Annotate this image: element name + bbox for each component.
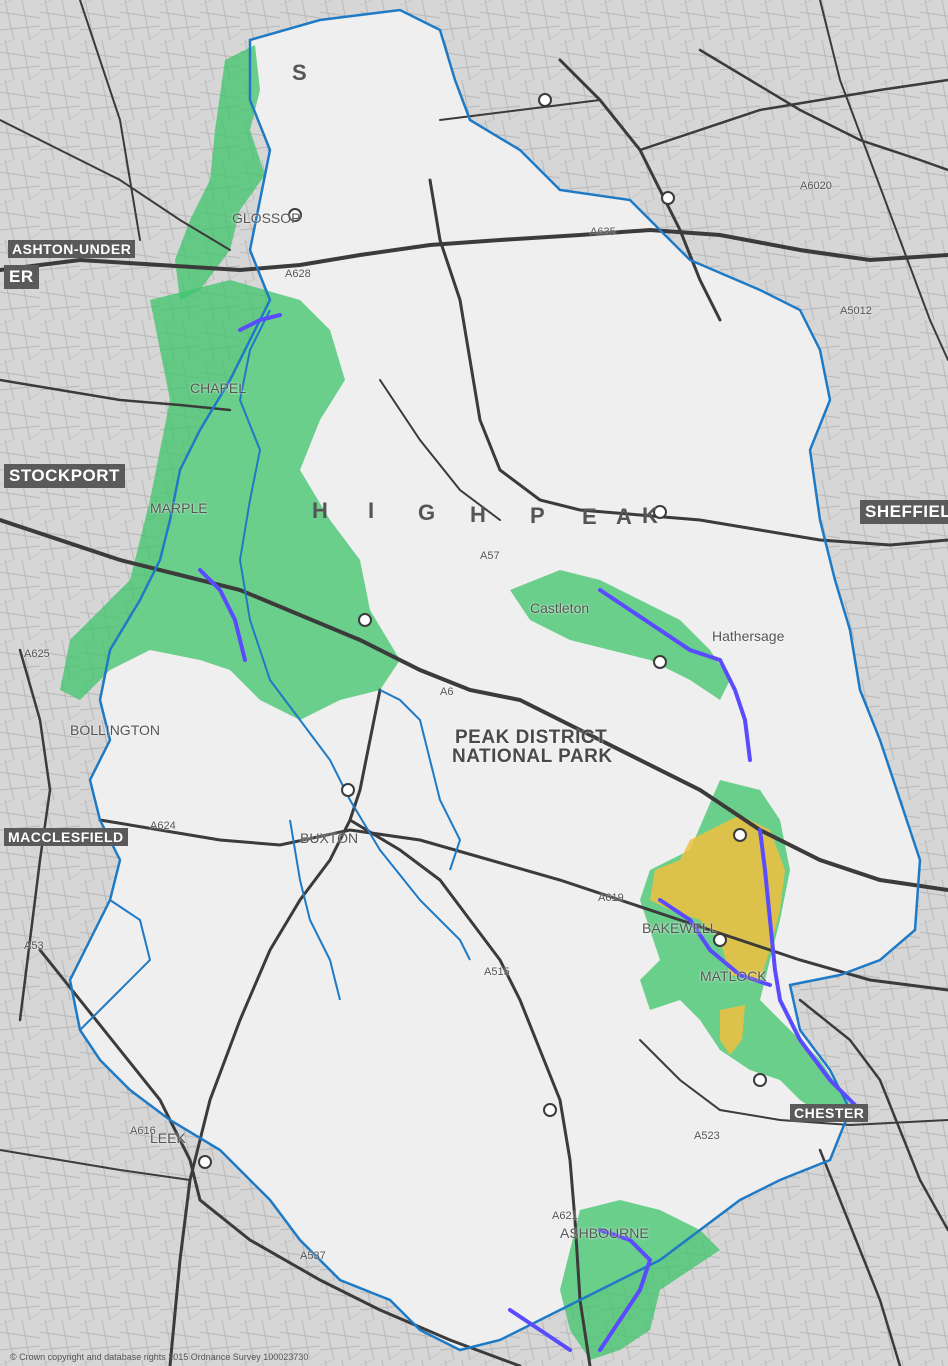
label-national-park-line2: NATIONAL PARK (452, 746, 613, 767)
label-macclesfield: MACCLESFIELD (4, 828, 128, 846)
label-matlock: MATLOCK (700, 968, 767, 984)
label-chesterfield: CHESTER (790, 1104, 869, 1122)
label-ashton: ASHTON-UNDER (8, 240, 136, 258)
label-chapel: CHAPEL (190, 380, 247, 396)
label-high-peak-k: K (642, 503, 658, 528)
road-label: A625 (24, 648, 50, 660)
label-s-letter: S (292, 60, 307, 85)
road-label: A616 (130, 1125, 156, 1137)
label-high-peak-g: G (418, 500, 436, 525)
label-marple: MARPLE (150, 500, 208, 516)
label-bollington: BOLLINGTON (70, 722, 160, 738)
road-label: A515 (484, 966, 510, 978)
road-label: A6020 (800, 180, 832, 192)
settlement-markers (198, 93, 767, 1169)
national-park-boundary (68, 8, 922, 1352)
copyright-notice: © Crown copyright and database rights 20… (10, 1352, 309, 1362)
road-label: A628 (285, 268, 311, 280)
road-label: A619 (598, 892, 624, 904)
label-bakewell: BAKEWELL (642, 920, 718, 936)
label-high-peak-i: I (368, 498, 375, 523)
label-hathersage: Hathersage (712, 628, 785, 644)
label-er: ER (4, 265, 39, 289)
label-high-peak-h1: H (312, 498, 328, 523)
label-glossop: GLOSSOP (232, 210, 301, 226)
rivers (79, 309, 471, 1031)
label-national-park-line1: PEAK DISTRICT (455, 727, 608, 748)
road-label: A635 (590, 226, 616, 238)
label-castleton: Castleton (530, 600, 590, 616)
purple-routes (198, 313, 862, 1352)
label-high-peak-e: E (582, 504, 597, 529)
road-label: A6 (440, 686, 454, 698)
road-label: A57 (480, 550, 500, 562)
label-sheffield: SHEFFIEL (860, 500, 948, 524)
road-label: A523 (694, 1130, 720, 1142)
label-high-peak-p: P (530, 503, 545, 528)
label-ashbourne: ASHBOURNE (560, 1225, 649, 1241)
road-label: A537 (300, 1250, 326, 1262)
label-stockport: STOCKPORT (4, 464, 125, 488)
road-label: A5012 (840, 305, 872, 317)
yellow-zone (650, 815, 785, 1055)
road-label: A621 (552, 1210, 578, 1222)
label-buxton: BUXTON (300, 830, 359, 846)
label-high-peak-h2: H (470, 502, 486, 527)
road-label: A624 (150, 820, 176, 832)
road-label: A53 (24, 940, 44, 952)
label-high-peak-a: A (616, 504, 632, 529)
label-leek: LEEK (150, 1130, 186, 1146)
